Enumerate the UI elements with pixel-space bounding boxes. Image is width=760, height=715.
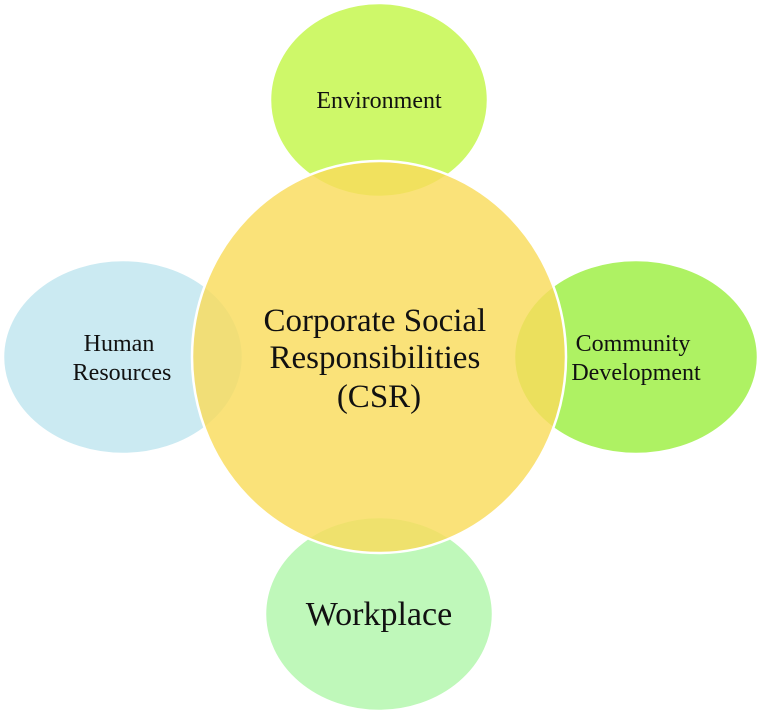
- environment-label-line-1: Environment: [316, 88, 442, 114]
- community-development-label: Community Development: [571, 331, 701, 386]
- human-resources-label: Human Resources: [73, 331, 172, 386]
- csr-label-line-3: (CSR): [337, 379, 421, 415]
- environment-label: Environment: [316, 88, 442, 114]
- human-resources-label-line-2: Resources: [73, 360, 172, 386]
- csr-center-circle: [190, 159, 568, 555]
- csr-label-line-1: Corporate Social: [264, 303, 487, 339]
- workplace-label: Workplace: [306, 596, 452, 633]
- csr-label-line-2: Responsibilities: [269, 340, 480, 376]
- csr-center-label: Corporate Social Responsibilities (CSR): [264, 303, 495, 415]
- community-label-line-2: Development: [571, 360, 701, 386]
- community-label-line-1: Community: [576, 331, 691, 357]
- human-resources-label-line-1: Human: [84, 331, 155, 357]
- workplace-label-line-1: Workplace: [306, 596, 452, 633]
